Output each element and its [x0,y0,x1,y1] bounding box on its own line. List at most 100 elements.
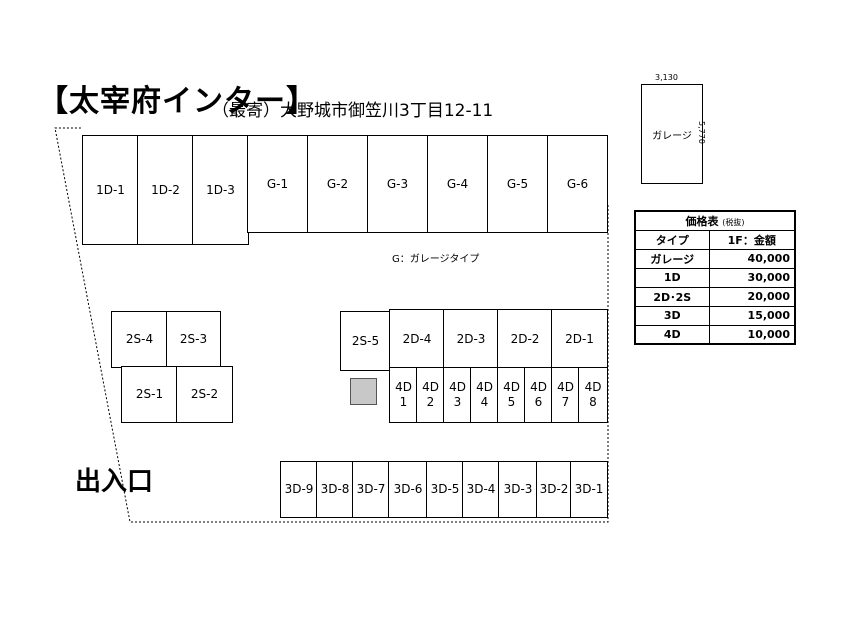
stall-2d-1[interactable]: 2D-1 [551,309,608,369]
price-cell: 10,000 [708,324,796,345]
stall-label: G-2 [326,176,349,191]
stall-4d-2[interactable]: 4D 2 [416,367,445,423]
stall-1d-1[interactable]: 1D-1 [82,135,139,245]
stall-2d-3[interactable]: 2D-3 [443,309,499,369]
stall-label: G-4 [446,176,469,191]
stall-label: 4D 5 [503,380,520,409]
garage-type-legend: G：ガレージタイプ [392,254,480,265]
stall-label: 3D-8 [320,482,350,496]
stall-g-1[interactable]: G-1 [247,135,308,233]
stall-label: 4D 3 [449,380,466,409]
table-row: 4D 10,000 [634,324,796,345]
stall-label: 2S-2 [190,387,219,401]
price-title-text: 価格表 [685,214,719,228]
price-cell: 30,000 [708,267,796,288]
garage-diagram: ガレージ [641,84,703,184]
price-cell: 40,000 [708,248,796,269]
stall-1d-2[interactable]: 1D-2 [137,135,194,245]
stall-3d-7[interactable]: 3D-7 [352,461,390,518]
stall-2s-2[interactable]: 2S-2 [176,366,233,423]
stall-label: 4D 6 [530,380,547,409]
utility-box [350,378,377,405]
stall-label: 2D-4 [402,331,432,346]
stall-g-3[interactable]: G-3 [367,135,428,233]
stall-label: 3D-9 [284,482,314,496]
table-row: 2D･2S 20,000 [634,286,796,307]
stall-label: G-6 [566,176,589,191]
stall-label: 3D-5 [430,482,460,496]
type-cell: 2D･2S [634,286,710,307]
stall-label: 2S-5 [351,333,380,348]
stall-label: 4D 8 [584,380,602,409]
garage-diagram-label: ガレージ [652,130,692,142]
stall-label: 3D-4 [466,482,496,496]
stall-4d-5[interactable]: 4D 5 [497,367,526,423]
lot-boundary [54,127,609,523]
stall-label: 3D-1 [574,482,604,496]
garage-width-dim: 3,130 [655,73,678,82]
table-row: ガレージ 40,000 [634,248,796,269]
stall-3d-9[interactable]: 3D-9 [280,461,318,518]
stall-4d-6[interactable]: 4D 6 [524,367,553,423]
col-price-header: 1F：金額 [708,229,796,250]
entrance-label: 出入口 [75,467,154,497]
col-type-header: タイプ [634,229,710,250]
address-text: （最寄）大野城市御笠川3丁目12-11 [212,101,494,121]
stall-label: 4D 2 [422,380,439,409]
type-cell: 1D [634,267,710,288]
garage-depth-dim: 5,770 [697,121,706,144]
stall-2d-4[interactable]: 2D-4 [389,309,445,369]
stall-label: 1D-1 [96,182,125,197]
stall-4d-1[interactable]: 4D 1 [389,367,418,423]
stall-label: 1D-2 [151,182,180,197]
stall-4d-7[interactable]: 4D 7 [551,367,580,423]
price-cell: 15,000 [708,305,796,326]
stall-label: 3D-6 [393,482,423,496]
stall-label: 3D-7 [356,482,386,496]
stall-label: 2D-1 [565,331,594,346]
stall-label: 3D-2 [539,482,569,496]
stall-label: 4D 1 [395,380,412,409]
stall-2s-1[interactable]: 2S-1 [121,366,178,423]
price-table-title-row: 価格表 (税抜) [634,210,796,231]
stall-3d-8[interactable]: 3D-8 [316,461,354,518]
price-table-title: 価格表 (税抜) [634,210,796,231]
stall-3d-4[interactable]: 3D-4 [462,461,500,518]
stall-g-6[interactable]: G-6 [547,135,608,233]
stall-label: 2S-1 [135,387,164,401]
stall-3d-1[interactable]: 3D-1 [570,461,608,518]
table-row: 3D 15,000 [634,305,796,326]
stall-label: 4D 7 [557,380,574,409]
stall-2s-3[interactable]: 2S-3 [166,311,221,368]
price-cell: 20,000 [708,286,796,307]
stall-2s-5[interactable]: 2S-5 [340,311,391,371]
price-table-header-row: タイプ 1F：金額 [634,229,796,250]
stall-g-4[interactable]: G-4 [427,135,488,233]
stall-g-5[interactable]: G-5 [487,135,548,233]
price-title-note: (税抜) [722,217,745,227]
stall-4d-4[interactable]: 4D 4 [470,367,499,423]
stall-4d-3[interactable]: 4D 3 [443,367,472,423]
stall-label: G-5 [506,176,529,191]
stall-label: 2S-4 [125,332,154,346]
stall-3d-6[interactable]: 3D-6 [388,461,428,518]
stall-3d-2[interactable]: 3D-2 [536,461,572,518]
page-title: 【太宰府インター】 [38,84,317,119]
stall-2d-2[interactable]: 2D-2 [497,309,553,369]
stall-label: 1D-3 [206,182,235,197]
stall-2s-4[interactable]: 2S-4 [111,311,168,368]
table-row: 1D 30,000 [634,267,796,288]
stall-3d-3[interactable]: 3D-3 [498,461,538,518]
type-cell: ガレージ [634,248,710,269]
stall-3d-5[interactable]: 3D-5 [426,461,464,518]
stall-4d-8[interactable]: 4D 8 [578,367,608,423]
stall-label: 3D-3 [503,482,533,496]
stall-label: G-3 [386,176,409,191]
stall-1d-3[interactable]: 1D-3 [192,135,249,245]
stall-label: 2D-2 [510,331,540,346]
stall-g-2[interactable]: G-2 [307,135,368,233]
stall-label: 4D 4 [476,380,493,409]
stall-label: G-1 [266,176,289,191]
type-cell: 4D [634,324,710,345]
